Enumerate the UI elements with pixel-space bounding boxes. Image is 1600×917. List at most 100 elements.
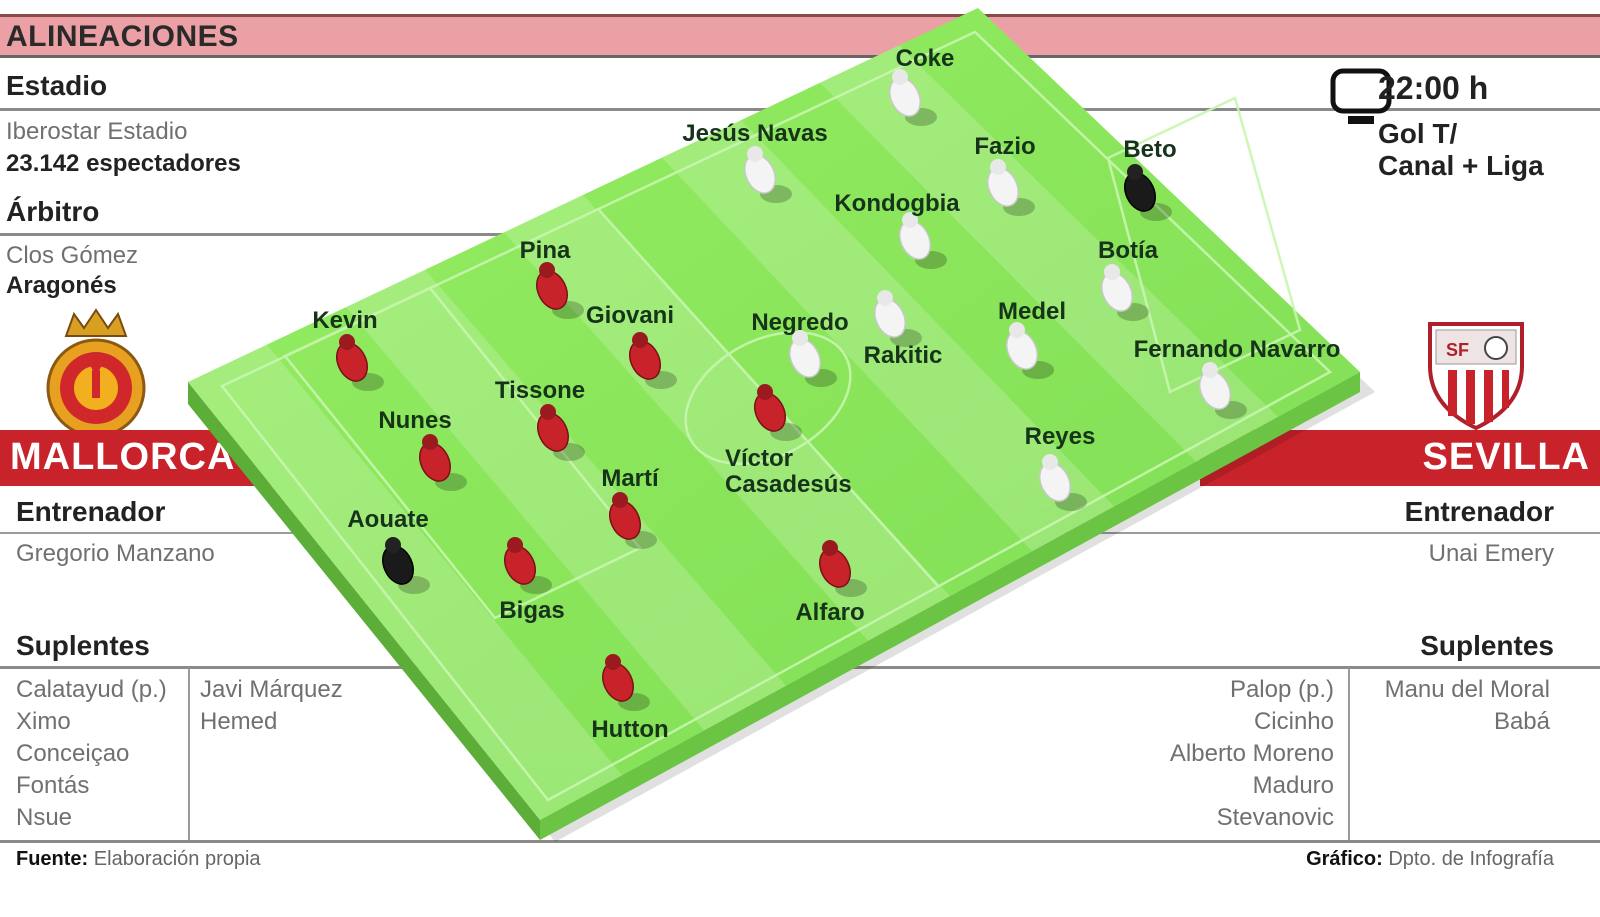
footer-source: Fuente: Elaboración propia	[16, 848, 261, 871]
referee-name: Clos Gómez	[6, 242, 139, 269]
home-team-name: MALLORCA	[10, 436, 236, 478]
player-name-label: Aouate	[347, 506, 428, 533]
player-figure-icon	[537, 404, 585, 461]
footer-graphic: Gráfico: Dpto. de Infografía	[1306, 848, 1554, 871]
player-figure-icon	[609, 492, 657, 549]
graphic-value: Dpto. de Infografía	[1388, 848, 1554, 870]
player-name-label: Nunes	[378, 407, 451, 434]
spectators: 23.142 espectadores	[6, 150, 241, 177]
referee-label: Árbitro	[6, 196, 100, 227]
player-figure-icon	[1199, 362, 1247, 419]
away-coach-label: Entrenador	[1404, 496, 1554, 527]
player-name-label: Rakitic	[864, 342, 943, 369]
list-item: Javi Márquez	[200, 676, 343, 703]
away-subs-label: Suplentes	[1420, 630, 1554, 661]
divider	[1348, 668, 1350, 840]
home-subs-label: Suplentes	[16, 630, 150, 661]
player-figure-icon	[1124, 164, 1172, 221]
player-name-label: Bigas	[499, 597, 564, 624]
home-coach: Gregorio Manzano	[16, 540, 215, 567]
player-name-label: Reyes	[1025, 423, 1096, 450]
list-item: Fontás	[16, 772, 90, 799]
divider	[0, 532, 1600, 534]
divider	[0, 666, 1600, 669]
player-figure-icon	[382, 537, 430, 594]
home-subs-list: Calatayud (p.) Ximo Conceiçao Fontás Nsu…	[16, 674, 167, 834]
player-figure-icon	[819, 540, 867, 597]
pitch-stripe	[346, 269, 786, 731]
player-name-label: Fernando Navarro	[1134, 336, 1341, 363]
away-subs-list-2: Manu del Moral Babá	[1385, 674, 1550, 738]
stadium-label: Estadio	[6, 70, 108, 101]
list-item: Conceiçao	[16, 740, 130, 767]
header-bar: ALINEACIONES	[0, 14, 1600, 58]
player-figure-icon	[789, 330, 837, 387]
player-figure-icon	[754, 384, 802, 441]
divider	[0, 233, 560, 236]
player-figure-icon	[744, 146, 792, 203]
player-name-label: Giovani	[586, 302, 674, 329]
player-name-label: Hutton	[591, 716, 668, 743]
player-name-label: Víctor	[725, 445, 793, 472]
player-name-label: Beto	[1123, 136, 1176, 163]
kickoff-time: 22:00 h	[1378, 70, 1489, 106]
away-team-name: SEVILLA	[1422, 436, 1590, 478]
home-coach-label: Entrenador	[16, 496, 166, 527]
player-figure-icon	[889, 69, 937, 126]
list-item: Cicinho	[1253, 708, 1334, 735]
player-figure-icon	[419, 434, 467, 491]
list-item: Calatayud (p.)	[16, 676, 167, 703]
sevilla-crest-icon: SF	[1424, 318, 1528, 437]
divider	[0, 840, 1600, 843]
mallorca-crest-icon	[38, 306, 154, 441]
stadium-name: Iberostar Estadio	[6, 118, 188, 145]
away-coach: Unai Emery	[1428, 540, 1554, 567]
tv-channel-line2: Canal + Liga	[1378, 150, 1544, 181]
player-figure-icon	[336, 334, 384, 391]
pitch-stripes	[188, 45, 1278, 820]
source-label: Fuente:	[16, 848, 89, 870]
player-name-label: Botía	[1098, 237, 1159, 264]
player-name-label: Kondogbia	[834, 190, 960, 217]
list-item: Nsue	[16, 804, 73, 831]
player-figure-icon	[602, 654, 650, 711]
graphic-label: Gráfico:	[1306, 848, 1383, 870]
player-figure-icon	[1039, 454, 1087, 511]
away-team-bar: SEVILLA	[1200, 430, 1600, 486]
players-layer: KevinPinaGiovaniNunesTissoneAouateMartíB…	[312, 45, 1340, 743]
player-name-label: Negredo	[751, 309, 848, 336]
player-figure-icon	[987, 159, 1035, 216]
list-item: Stevanovic	[1216, 804, 1334, 831]
player-figure-icon	[629, 332, 677, 389]
player-name-label: Medel	[998, 298, 1066, 325]
home-subs-list-2: Javi Márquez Hemed	[200, 674, 343, 738]
list-item: Palop (p.)	[1229, 676, 1334, 703]
player-figure-icon	[874, 290, 922, 347]
pitch-stripe	[662, 120, 1114, 552]
list-item: Maduro	[1252, 772, 1334, 799]
list-item: Hemed	[200, 708, 278, 735]
player-figure-icon	[536, 262, 584, 319]
player-name-label: Casadesús	[725, 471, 852, 498]
player-figure-icon	[899, 212, 947, 269]
list-item: Manu del Moral	[1384, 676, 1550, 703]
player-name-label: Martí	[601, 465, 660, 492]
svg-text:SF: SF	[1446, 340, 1469, 360]
player-name-label: Tissone	[495, 377, 585, 404]
list-item: Alberto Moreno	[1169, 740, 1334, 767]
player-name-label: Alfaro	[795, 599, 864, 626]
page-title: ALINEACIONES	[6, 20, 239, 53]
divider	[188, 668, 190, 840]
player-figure-icon	[1101, 264, 1149, 321]
source-value: Elaboración propia	[93, 848, 261, 870]
referee-region: Aragonés	[6, 272, 117, 299]
home-team-bar: MALLORCA	[0, 430, 300, 486]
player-name-label: Pina	[520, 237, 571, 264]
player-name-label: Kevin	[312, 307, 377, 334]
player-name-label: Jesús Navas	[682, 120, 827, 147]
player-figure-icon	[504, 537, 552, 594]
pitch-markings	[220, 30, 1333, 802]
pitch-stripe	[504, 195, 950, 641]
player-figure-icon	[1006, 322, 1054, 379]
away-subs-list: Palop (p.) Cicinho Alberto Moreno Maduro…	[1170, 674, 1334, 834]
